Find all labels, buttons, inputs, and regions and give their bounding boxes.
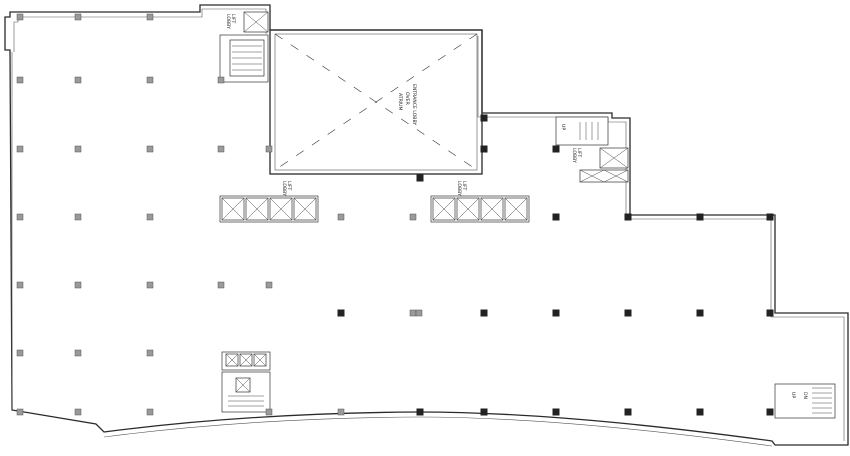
column (480, 408, 488, 416)
atrium-label-2: OVER (404, 92, 410, 106)
stair-core-bottom-right: UP DN (774, 383, 836, 419)
column (416, 174, 424, 182)
lift-car (269, 197, 293, 221)
atrium-void: ENTRANCE LOBBY OVER ATRIUM (269, 29, 483, 175)
column (766, 408, 774, 416)
column (146, 213, 154, 221)
up-label-right: UP (560, 124, 566, 130)
column (16, 76, 24, 84)
column (16, 213, 24, 221)
column (74, 76, 82, 84)
column (74, 349, 82, 357)
column (217, 76, 225, 84)
column (624, 309, 632, 317)
column (265, 281, 273, 289)
column (16, 408, 24, 416)
column (146, 349, 154, 357)
lift-bank-right: LIFT LOBBY (430, 181, 530, 223)
column (16, 281, 24, 289)
column (552, 309, 560, 317)
lift-lobby-label-top-2: LOBBY (225, 14, 231, 29)
column (217, 145, 225, 153)
atrium-label-3: ATRIUM (397, 93, 403, 111)
column (624, 213, 632, 221)
column (552, 408, 560, 416)
column (766, 213, 774, 221)
column (74, 13, 82, 21)
lift-lobby-label-right-2: LOBBY (456, 181, 462, 196)
column (16, 145, 24, 153)
stair-core-top-left: LIFT LOBBY (219, 11, 269, 83)
column (265, 145, 273, 153)
column (16, 349, 24, 357)
column (74, 408, 82, 416)
up-label-bottom-right: UP (790, 392, 796, 398)
lift-bank-left: LIFT LOBBY (219, 181, 319, 223)
column (480, 145, 488, 153)
lift-lobby-label-left-2: LOBBY (281, 181, 287, 196)
dn-label-bottom-right: DN (802, 392, 808, 399)
lift-car (221, 197, 245, 221)
column (696, 309, 704, 317)
lift-car (504, 197, 528, 221)
column (146, 408, 154, 416)
column (217, 281, 225, 289)
column (696, 408, 704, 416)
column (624, 408, 632, 416)
lift-car (293, 197, 317, 221)
lift-lobby-label-right-1: LIFT (461, 181, 467, 190)
lift-lobby-label-rc-1: LIFT (576, 148, 582, 157)
column (552, 213, 560, 221)
column (415, 309, 423, 317)
column (74, 281, 82, 289)
column (146, 281, 154, 289)
column (265, 408, 273, 416)
column (337, 309, 345, 317)
lift-lobby-label-left-1: LIFT (286, 181, 292, 190)
structural-columns (16, 13, 774, 416)
column (552, 145, 560, 153)
lift-car (480, 197, 504, 221)
column (409, 213, 417, 221)
column (337, 213, 345, 221)
lift-car (432, 197, 456, 221)
column (146, 145, 154, 153)
lift-lobby-label-rc-2: LOBBY (571, 148, 577, 163)
column (146, 76, 154, 84)
outer-wall (4, 4, 849, 447)
column (480, 309, 488, 317)
column (696, 213, 704, 221)
column (16, 13, 24, 21)
column (146, 13, 154, 21)
column (416, 408, 424, 416)
column (74, 145, 82, 153)
column (480, 114, 488, 122)
column (766, 309, 774, 317)
column (74, 213, 82, 221)
atrium-label-1: ENTRANCE LOBBY (411, 84, 417, 125)
stair-core-right: UP LIFT LOBBY (555, 116, 629, 183)
column (337, 408, 345, 416)
lift-lobby-label-top-1: LIFT (230, 14, 236, 23)
column (409, 309, 417, 317)
stair-core-bottom-left (221, 351, 271, 413)
lift-car (456, 197, 480, 221)
lift-car (245, 197, 269, 221)
